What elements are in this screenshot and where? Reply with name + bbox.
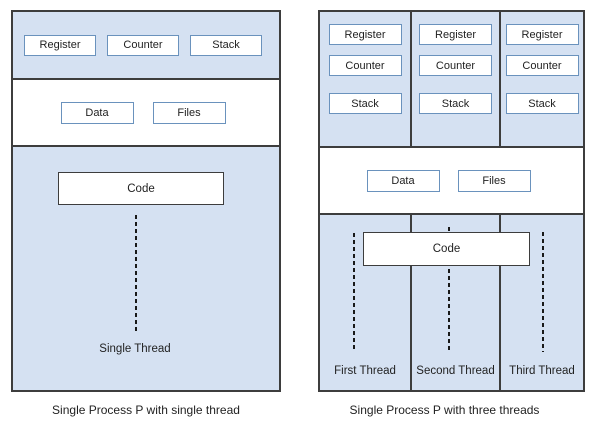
register-box: Register <box>505 24 579 45</box>
three-thread-process-diagram: Register Counter Stack Register Counter … <box>318 10 585 392</box>
thread-2-column: Second Thread <box>412 215 501 390</box>
dashed-thread-line <box>448 227 450 352</box>
left-data-files-band: Data Files <box>13 80 279 147</box>
single-thread-process-diagram: Register Counter Stack Data Files Code S… <box>11 10 281 392</box>
register-box: Register <box>419 24 492 45</box>
register-box: Register <box>24 34 96 56</box>
thread-1-register-column: Register Counter Stack <box>320 12 412 146</box>
files-box: Files <box>457 169 531 192</box>
data-box: Data <box>366 169 440 192</box>
thread-3-register-column: Register Counter Stack <box>501 12 583 146</box>
code-box: Code <box>363 232 530 266</box>
single-thread-label: Single Thread <box>99 343 171 355</box>
dashed-thread-line <box>542 232 544 352</box>
thread-3-column: Third Thread <box>501 215 583 390</box>
third-thread-label: Third Thread <box>509 365 575 377</box>
code-box: Code <box>58 172 224 205</box>
stack-box: Stack <box>505 93 579 114</box>
right-diagram-caption: Single Process P with three threads <box>349 403 540 417</box>
stack-box: Stack <box>419 93 492 114</box>
left-diagram-caption: Single Process P with single thread <box>52 403 240 417</box>
counter-box: Counter <box>328 55 402 76</box>
data-box: Data <box>60 101 134 124</box>
left-code-band: Code Single Thread <box>13 147 279 390</box>
thread-1-column: First Thread <box>320 215 412 390</box>
dashed-thread-line <box>353 233 355 352</box>
right-data-files-band: Data Files <box>320 148 583 215</box>
dashed-thread-line <box>135 215 137 333</box>
stack-box: Stack <box>328 93 402 114</box>
right-registers-band: Register Counter Stack Register Counter … <box>320 12 583 148</box>
left-registers-band: Register Counter Stack <box>13 12 279 80</box>
first-thread-label: First Thread <box>334 365 396 377</box>
counter-box: Counter <box>107 34 179 56</box>
stack-box: Stack <box>190 34 262 56</box>
thread-2-register-column: Register Counter Stack <box>412 12 501 146</box>
counter-box: Counter <box>419 55 492 76</box>
right-code-band: First Thread Second Thread Third Thread … <box>320 215 583 390</box>
second-thread-label: Second Thread <box>416 365 495 377</box>
files-box: Files <box>152 101 226 124</box>
counter-box: Counter <box>505 55 579 76</box>
register-box: Register <box>328 24 402 45</box>
